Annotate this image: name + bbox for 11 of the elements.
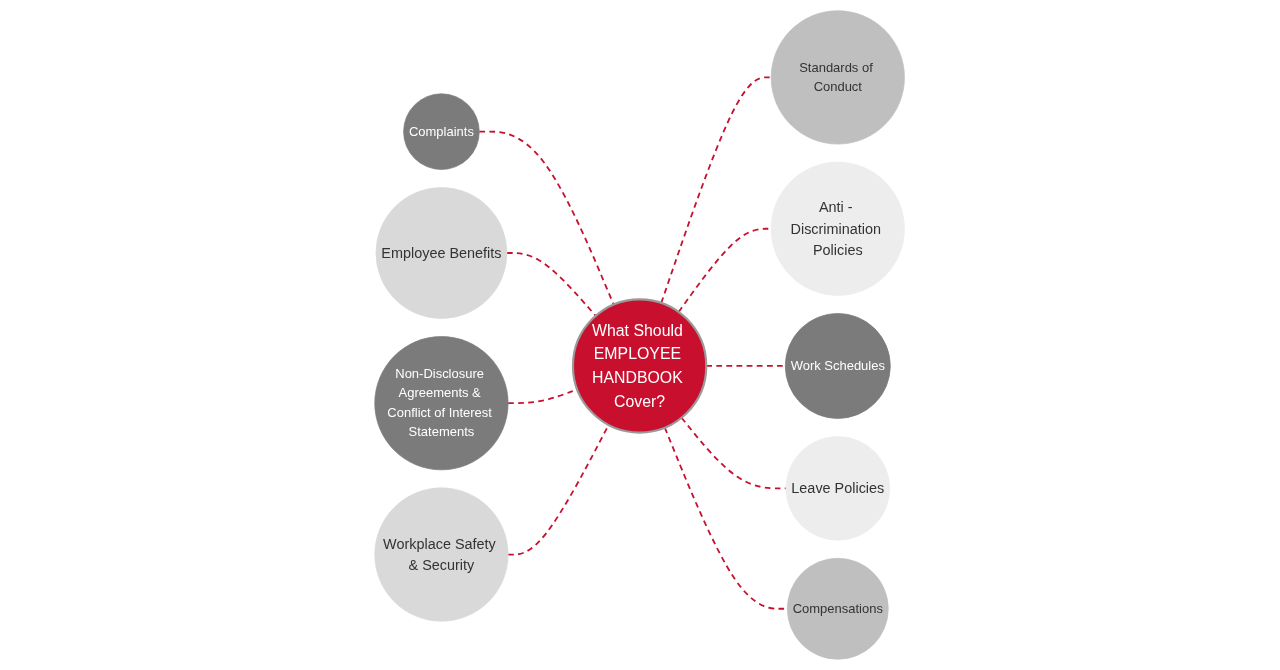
node-circle: Work Schedules	[785, 313, 892, 419]
node-circle: Leave Policies	[785, 436, 891, 541]
node-circle: Compensations	[787, 557, 889, 660]
node-circle: Non-Disclosure Agreements & Conflict of Interest Statements	[374, 336, 509, 471]
node-circle: Standards of Conduct	[771, 10, 906, 145]
node-circle: What Should EMPLOYEE HANDBOOK Cover?	[572, 298, 708, 434]
connector	[506, 252, 597, 317]
node-circle: Complaints	[403, 93, 481, 170]
node-circle: Employee Benefits	[375, 187, 508, 319]
connector	[660, 76, 773, 304]
node-circle: Workplace Safety & Security	[374, 487, 509, 622]
